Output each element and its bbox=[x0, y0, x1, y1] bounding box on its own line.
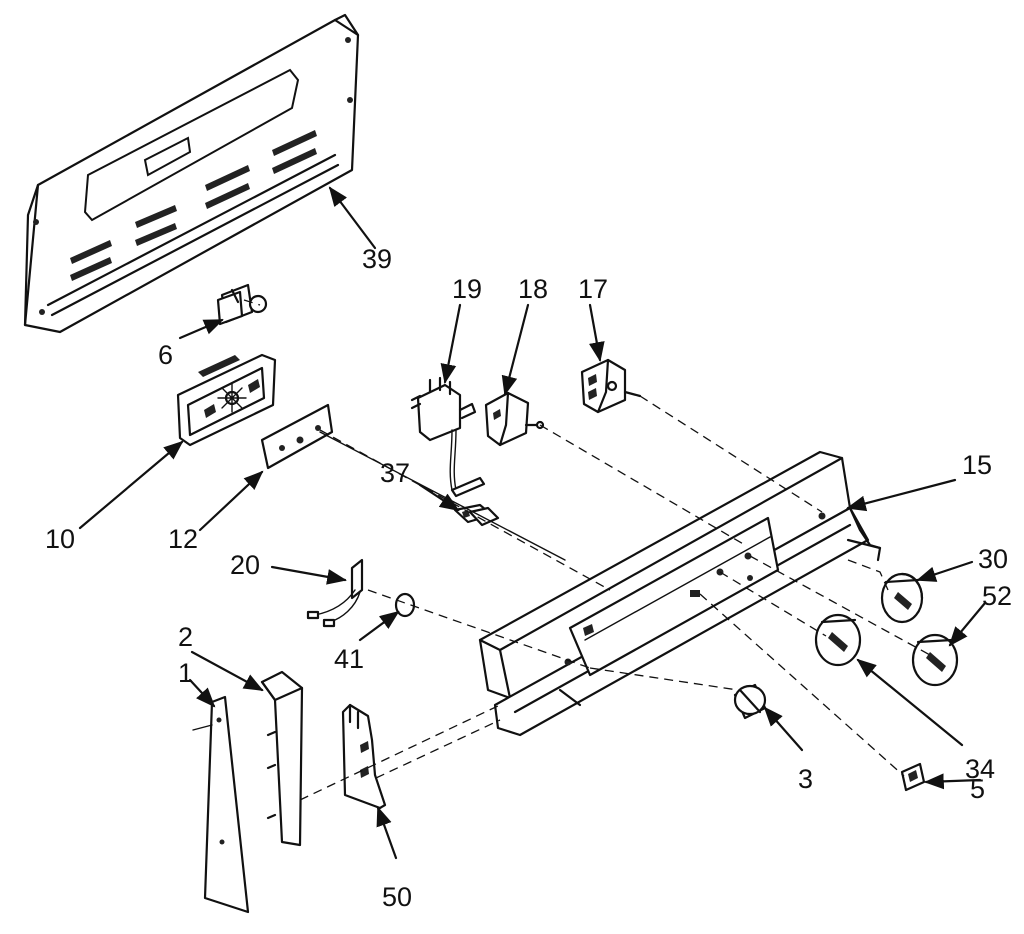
part-18-switch bbox=[484, 391, 545, 447]
part-30-knob bbox=[880, 572, 924, 624]
callout-20: 20 bbox=[230, 550, 260, 580]
part-15-control-panel bbox=[478, 450, 882, 737]
callout-2: 2 bbox=[178, 622, 193, 652]
callout-39: 39 bbox=[362, 244, 392, 274]
part-10-display-module bbox=[176, 353, 277, 447]
callout-6: 6 bbox=[158, 340, 173, 370]
part-17-infinite-switch bbox=[580, 358, 642, 414]
part-19-thermostat bbox=[410, 376, 486, 498]
callout-17: 17 bbox=[578, 274, 608, 304]
part-1-end-cap bbox=[192, 695, 250, 914]
part-12-mounting-plate bbox=[260, 403, 334, 470]
part-34-knob bbox=[814, 613, 862, 667]
callout-34: 34 bbox=[965, 754, 995, 784]
part-3-knob bbox=[733, 683, 767, 720]
callout-10: 10 bbox=[45, 524, 75, 554]
assembly-lines bbox=[243, 299, 931, 801]
callout-3: 3 bbox=[798, 764, 813, 794]
part-20-harness bbox=[306, 558, 364, 628]
callout-52: 52 bbox=[982, 581, 1012, 611]
callout-5: 5 bbox=[970, 774, 985, 804]
callout-50: 50 bbox=[382, 882, 412, 912]
callout-30: 30 bbox=[978, 544, 1008, 574]
callout-1: 1 bbox=[178, 658, 193, 688]
part-52-knob bbox=[911, 633, 959, 687]
callout-41: 41 bbox=[334, 644, 364, 674]
part-5-terminal bbox=[900, 762, 926, 792]
leader-arrows bbox=[78, 186, 987, 860]
callout-37: 37 bbox=[380, 458, 410, 488]
part-41-lamp bbox=[394, 592, 416, 618]
callout-15: 15 bbox=[962, 450, 992, 480]
part-2-bracket bbox=[260, 670, 304, 847]
callout-12: 12 bbox=[168, 524, 198, 554]
callout-19: 19 bbox=[452, 274, 482, 304]
callout-labels: 39 6 10 12 19 18 17 15 30 52 34 5 3 37 2… bbox=[45, 244, 1012, 912]
callout-18: 18 bbox=[518, 274, 548, 304]
part-39-rear-panel bbox=[23, 13, 360, 334]
part-50-bracket bbox=[341, 703, 387, 810]
part-6-switch bbox=[216, 283, 268, 326]
